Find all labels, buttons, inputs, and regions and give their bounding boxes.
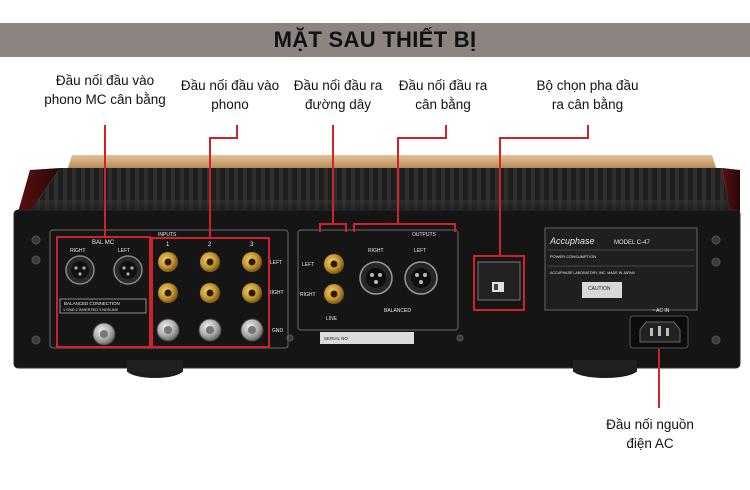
gnd-terminal-3[interactable]	[240, 318, 264, 342]
highlight-bal-mc	[56, 236, 151, 348]
input-3-label: 3	[250, 242, 254, 248]
rca-jack-2-right[interactable]	[200, 283, 220, 303]
page-title: MẶT SAU THIẾT BỊ	[273, 27, 477, 52]
caution-box	[582, 282, 622, 298]
rca-jack-1-left[interactable]	[158, 252, 178, 272]
brand-logo: Accuphase	[549, 236, 595, 246]
ac-inlet[interactable]	[629, 315, 689, 349]
left-side-cheek	[18, 168, 60, 212]
balanced-output-left-xlr[interactable]	[404, 261, 438, 295]
gnd-terminal-2[interactable]	[198, 318, 222, 342]
wood-top-trim	[68, 155, 716, 168]
manufacturer-label: ACCUPHASE LABORATORY, INC. MADE IN JAPAN	[550, 271, 635, 275]
leader-balanced-out	[397, 125, 447, 224]
title-bar: MẶT SAU THIẾT BỊ	[0, 23, 750, 57]
leader-phono	[209, 125, 238, 238]
callout-phono-mc-balanced: Đầu nối đầu vào phono MC cân bằng	[44, 73, 166, 107]
pin-map-label: 1 GND 2 INVERTED 3 NON-INV	[63, 308, 119, 312]
out-left-label: LEFT	[302, 262, 314, 268]
bal-mc-right-xlr[interactable]	[65, 255, 95, 285]
line-output-left-rca[interactable]	[324, 254, 344, 274]
rca-jack-3-right[interactable]	[242, 283, 262, 303]
balanced-connection-label: BALANCED CONNECTION	[64, 301, 120, 306]
outputs-label: OUTPUTS	[412, 232, 437, 238]
bal-mc-right-label: RIGHT	[70, 248, 86, 254]
balanced-left-label: LEFT	[414, 248, 426, 254]
line-label: LINE	[326, 316, 338, 322]
callout-line-outputs: Đầu nối đầu ra đường dây	[293, 78, 383, 112]
bal-mc-left-label: LEFT	[118, 248, 130, 254]
row-gnd-label: GND	[272, 328, 284, 334]
caution-label: CAUTION	[588, 286, 611, 292]
callout-balanced-outputs: Đầu nối đầu ra cân bằng	[398, 78, 488, 112]
balanced-label: BALANCED	[384, 308, 411, 314]
line-output-right-rca[interactable]	[324, 284, 344, 304]
model-label: MODEL C-47	[614, 240, 650, 246]
bal-mc-label: BAL MC	[92, 240, 115, 246]
phase-selector-plate	[477, 261, 521, 301]
serial-no-label: SERIAL NO.	[324, 336, 349, 341]
inputs-label: INPUTS	[158, 232, 177, 238]
callout-ac-power: Đầu nối nguồn điện AC	[606, 417, 694, 451]
row-right-label: RIGHT	[268, 290, 284, 296]
callout-phase-selector: Bộ chọn pha đầu ra cân bằng	[536, 78, 639, 112]
rca-jack-1-right[interactable]	[158, 283, 178, 303]
input-2-label: 2	[208, 242, 212, 248]
power-consumption-label: POWER CONSUMPTION	[550, 254, 596, 259]
serial-plate	[320, 332, 414, 344]
callout-highlights	[56, 125, 660, 408]
callout-phono-inputs: Đầu nối đầu vào phono	[180, 78, 280, 112]
panel-screws	[31, 235, 721, 345]
phase-selector-switch[interactable]	[492, 282, 504, 292]
bal-mc-gnd-terminal[interactable]	[92, 322, 116, 346]
ac-in-label: ~ AC IN	[652, 308, 670, 314]
bal-mc-left-xlr[interactable]	[113, 255, 143, 285]
row-left-label: LEFT	[270, 260, 282, 266]
highlight-balanced-out	[353, 223, 456, 232]
balanced-output-right-xlr[interactable]	[359, 261, 393, 295]
rca-jack-3-left[interactable]	[242, 252, 262, 272]
balanced-right-label: RIGHT	[368, 248, 384, 254]
out-right-label: RIGHT	[300, 292, 316, 298]
right-side-cheek	[722, 168, 740, 212]
input-1-label: 1	[166, 242, 170, 248]
phono-rca-jacks	[156, 252, 264, 342]
leader-phase-selector	[499, 125, 589, 256]
rca-jack-2-left[interactable]	[200, 252, 220, 272]
gnd-terminal-1[interactable]	[156, 318, 180, 342]
